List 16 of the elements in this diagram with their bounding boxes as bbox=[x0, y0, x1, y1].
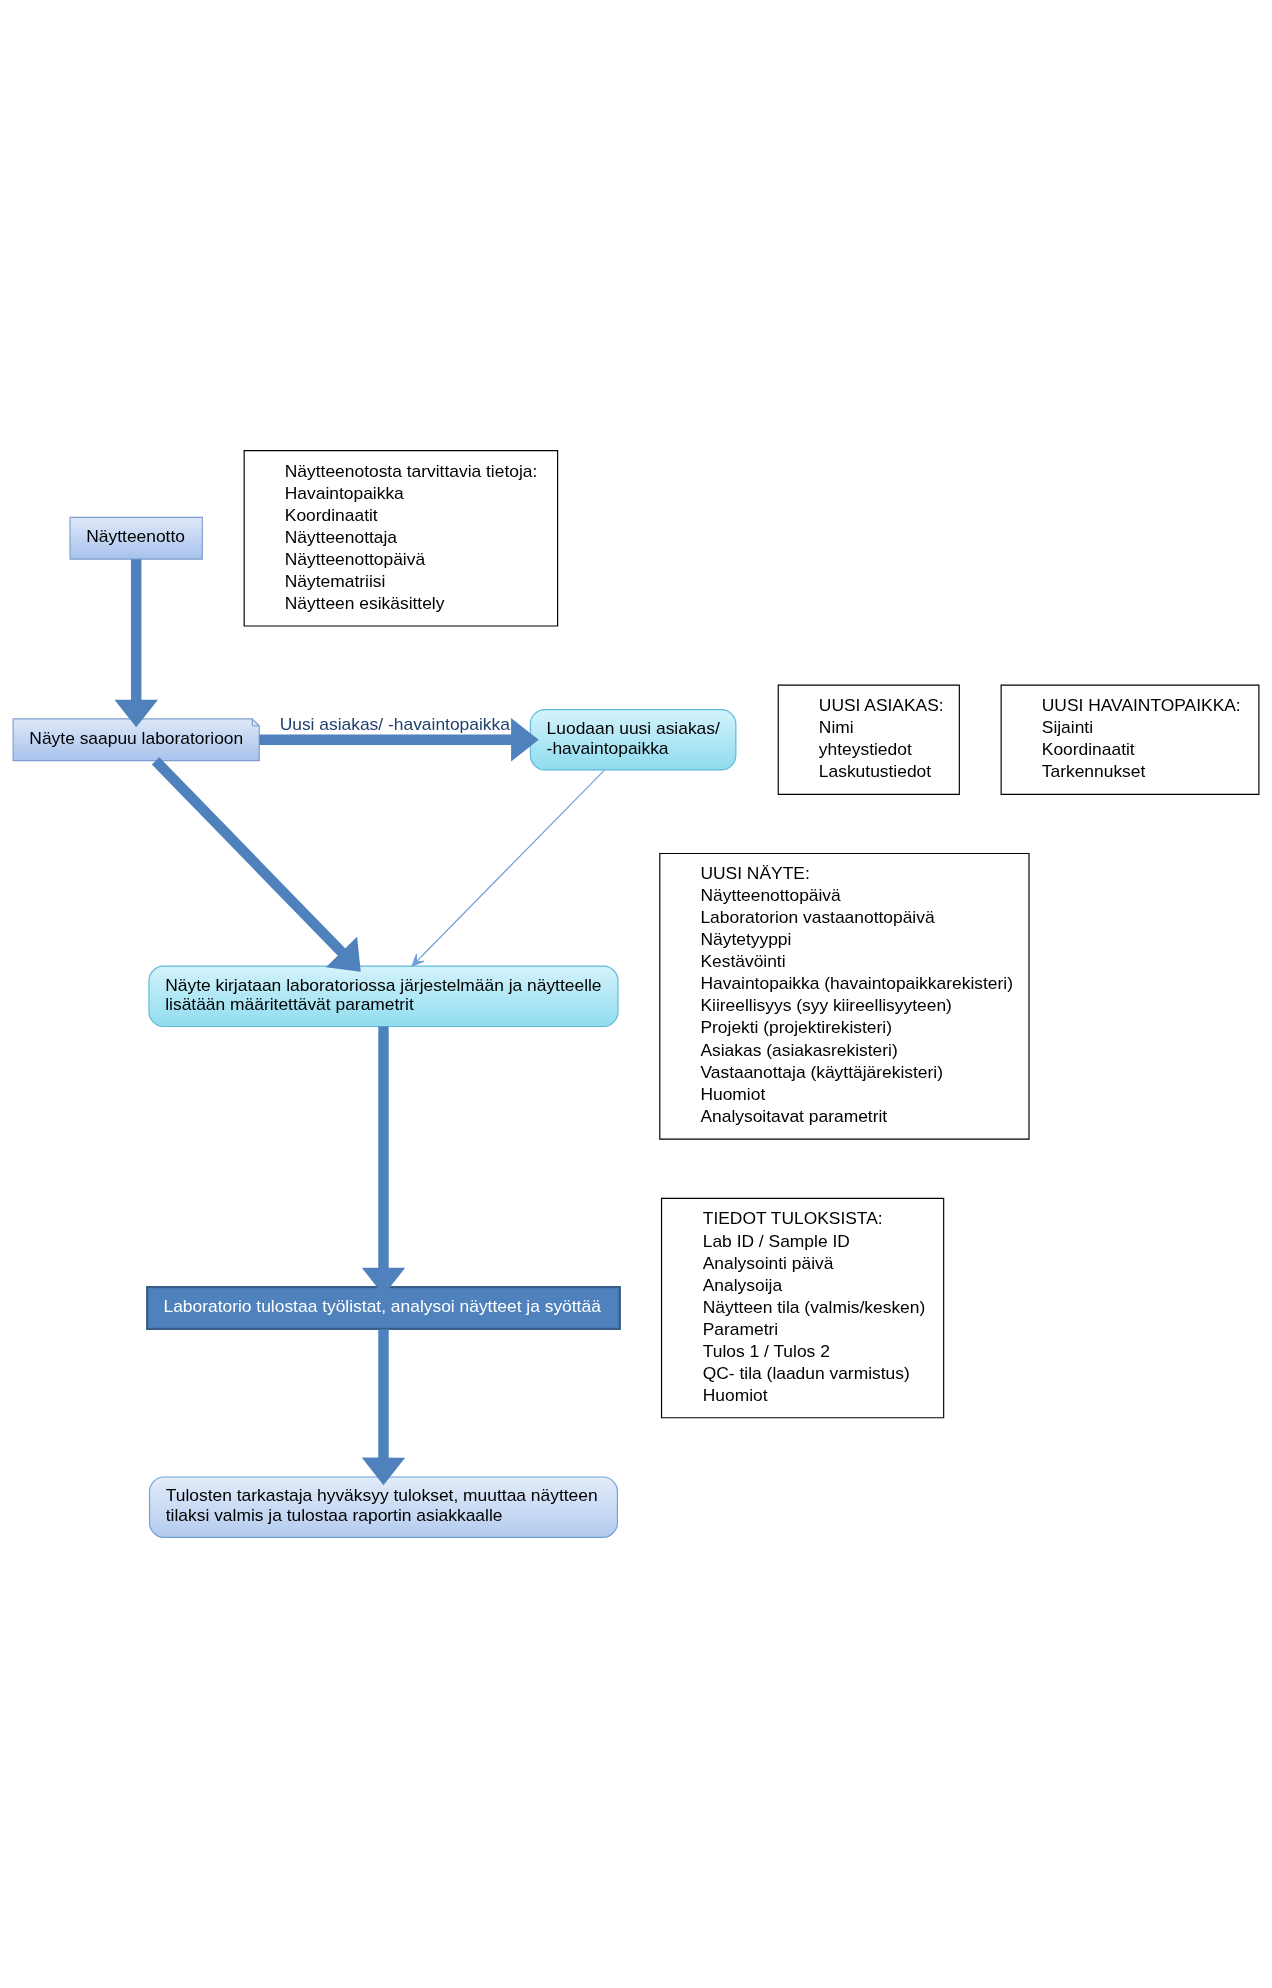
arrow bbox=[114, 559, 158, 728]
node-box: Näyte kirjataan laboratoriossa järjestelmään ja näytteelle lisätään määritettävät parametrit bbox=[148, 965, 619, 1028]
arrow bbox=[411, 769, 606, 967]
arrow bbox=[259, 718, 539, 762]
node-box: Laboratorio tulostaa työlistat, analysoi näytteet ja syöttää bbox=[146, 1286, 621, 1331]
node-box: TIEDOT TULOKSISTA: Lab ID / Sample ID Analysointi päivä Analysoija Näytteen tila (valmis/kesken) Parametri Tulos 1 / Tulos 2 QC- tila (laadun varmistus) Huomiot bbox=[660, 1197, 945, 1419]
node-box: Luodaan uusi asiakas/ -havaintopaikka bbox=[529, 708, 737, 771]
node-box: Tulosten tarkastaja hyväksyy tulokset, muuttaa näytteen tilaksi valmis ja tulostaa raportin asiakkaalle bbox=[148, 1476, 618, 1538]
node-box: UUSI NÄYTE: Näytteenottopäivä Laboratorion vastaanottopäivä Näytetyyppi Kestävöinti Havaintopaikka (havaintopaikkarekisteri) Kiireellisyys (syy kiireellisyyteen) Projekti (projektirekisteri) Asiakas (asiakasrekisteri) Vastaanottaja (käyttäjärekisteri) Huomiot Analysoitavat parametrit bbox=[659, 852, 1030, 1140]
node-box: Näytteenotosta tarvittavia tietoja: Havaintopaikka Koordinaatit Näytteenottaja Näytteenottopäivä Näytematriisi Näytteen esikäsittely bbox=[243, 450, 559, 627]
node-box: Näytteenotto bbox=[69, 516, 203, 560]
node-box: UUSI ASIAKAS: Nimi yhteystiedot Laskutustiedot bbox=[777, 684, 960, 795]
edge-label: Uusi asiakas/ -havaintopaikka bbox=[279, 714, 510, 735]
node-box: UUSI HAVAINTOPAIKKA: Sijainti Koordinaatit Tarkennukset bbox=[1000, 684, 1260, 795]
arrow bbox=[361, 1329, 406, 1486]
arrow bbox=[151, 757, 361, 972]
